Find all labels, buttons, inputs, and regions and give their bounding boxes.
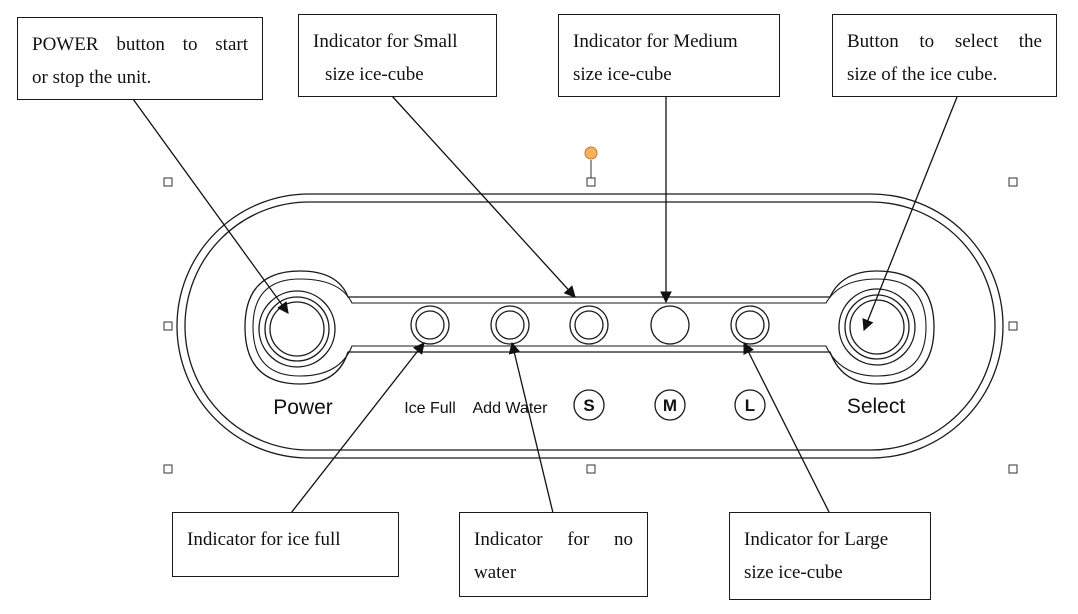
select-label: Select [847, 395, 906, 418]
callout-large-line2: size ice-cube [744, 562, 843, 583]
callout-large-line1: Indicator for Large [744, 529, 889, 550]
size-l-badge: L [734, 389, 766, 421]
large-size-indicator [730, 305, 770, 345]
arrow-large [743, 341, 830, 513]
ice-full-indicator [410, 305, 450, 345]
callout-select-line1: Button to select the [847, 31, 1042, 52]
leader-arrows [132, 95, 958, 514]
power-button[interactable] [258, 290, 336, 368]
callout-select: Button to select the size of the ice cub… [832, 14, 1057, 97]
medium-size-indicator [650, 305, 690, 345]
arrow-no-water [508, 341, 554, 514]
size-m-label: M [663, 396, 677, 415]
add-water-indicator [490, 305, 530, 345]
rotate-handle[interactable] [584, 146, 598, 178]
ice-full-label: Ice Full [404, 400, 456, 417]
callout-medium: Indicator for Medium size ice-cube [558, 14, 780, 97]
panel-outline [176, 193, 1004, 459]
arrow-ice-full [290, 342, 425, 514]
size-s-badge: S [573, 389, 605, 421]
small-size-indicator [569, 305, 609, 345]
callout-ice-full-line1: Indicator for ice full [187, 529, 341, 550]
callout-no-water-line2: water [474, 562, 517, 583]
callout-ice-full: Indicator for ice full [172, 512, 399, 577]
callout-no-water-line1: Indicator for no [474, 529, 633, 550]
callout-no-water: Indicator for no water [459, 512, 648, 597]
power-label: Power [273, 396, 333, 419]
arrow-small [391, 95, 576, 298]
callout-small-line1: Indicator for Small [313, 31, 458, 52]
indicator-track [244, 270, 935, 385]
callout-select-line2: size of the ice cube. [847, 64, 998, 85]
selection-handles [163, 177, 1018, 474]
callout-small: Indicator for Small size ice-cube [298, 14, 497, 97]
add-water-label: Add Water [473, 400, 549, 417]
size-m-badge: M [654, 389, 686, 421]
callout-power-line2: or stop the unit. [32, 67, 152, 88]
arrow-select [862, 96, 958, 332]
size-s-label: S [583, 396, 594, 415]
callout-large: Indicator for Large size ice-cube [729, 512, 931, 600]
callout-small-line2: size ice-cube [325, 64, 424, 85]
select-button[interactable] [838, 288, 916, 366]
callout-power-line1: POWER button to start [32, 34, 248, 55]
indicator-track-inner [252, 278, 927, 377]
callout-medium-line1: Indicator for Medium [573, 31, 738, 52]
arrow-power [132, 98, 289, 314]
size-l-label: L [745, 396, 755, 415]
callout-power: POWER button to start or stop the unit. [17, 17, 263, 100]
callout-medium-line2: size ice-cube [573, 64, 672, 85]
